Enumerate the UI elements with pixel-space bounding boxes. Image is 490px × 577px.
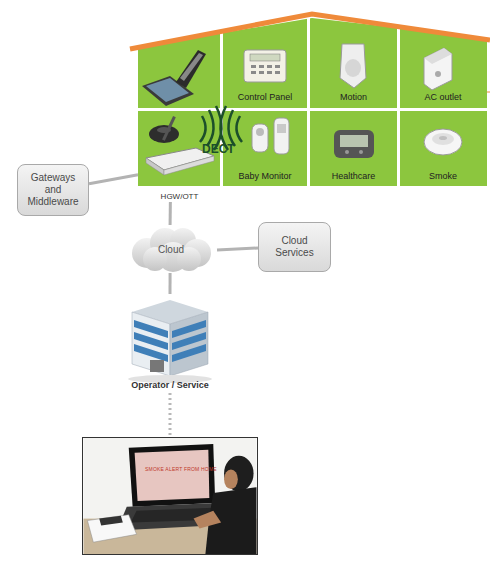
baby-monitor-icon bbox=[252, 118, 289, 154]
node-box: Smoke bbox=[399, 111, 487, 186]
building-icon bbox=[134, 344, 168, 362]
house-grid bbox=[487, 92, 490, 93]
photo-part bbox=[135, 450, 210, 501]
control-panel-icon bbox=[251, 65, 280, 74]
node-box: Baby Monitor bbox=[222, 111, 308, 186]
control-panel-icon bbox=[267, 71, 272, 74]
pager-icon bbox=[345, 150, 349, 154]
connector-line bbox=[169, 393, 172, 437]
node-box: Operator / Service bbox=[115, 294, 225, 393]
house-grid bbox=[130, 14, 490, 188]
node-box: Control Panel bbox=[222, 25, 308, 109]
node-label: Smoke bbox=[399, 171, 487, 182]
node-box: Healthcare bbox=[309, 111, 398, 186]
gateway-router-icon bbox=[164, 156, 214, 175]
baby-monitor-icon bbox=[277, 124, 286, 133]
photo-part bbox=[83, 438, 256, 554]
dect-waves bbox=[200, 116, 206, 142]
motion-sensor-icon bbox=[340, 44, 366, 88]
node-label: Gateways and Middleware bbox=[22, 172, 84, 208]
pager-icon bbox=[359, 150, 363, 154]
control-panel-icon bbox=[251, 71, 256, 74]
photo-part bbox=[129, 444, 216, 507]
photo-part bbox=[224, 456, 253, 491]
node-label: Cloud Services bbox=[265, 235, 325, 259]
dect-waves bbox=[228, 110, 235, 146]
node-box: Gateways and Middleware bbox=[17, 164, 89, 216]
pager-icon bbox=[334, 130, 374, 158]
building-icon bbox=[172, 344, 206, 362]
control-panel-icon bbox=[244, 50, 286, 82]
dect-waves bbox=[207, 110, 214, 146]
baby-monitor-icon bbox=[274, 118, 289, 154]
connector-line bbox=[217, 248, 258, 250]
node-label: Control Panel bbox=[222, 92, 308, 103]
photo-scene bbox=[83, 438, 257, 554]
tablet-icon bbox=[180, 53, 203, 81]
node-box: Motion bbox=[309, 25, 398, 109]
ac-outlet-icon bbox=[424, 48, 452, 64]
building-icon bbox=[170, 312, 208, 376]
house-grid bbox=[397, 20, 400, 188]
baby-monitor-icon bbox=[252, 124, 268, 152]
photo-part bbox=[99, 516, 123, 526]
control-panel-icon bbox=[250, 54, 280, 61]
photo-frame: SMOKE ALERT FROM HOME bbox=[82, 437, 258, 555]
node-label: Operator / Service bbox=[115, 380, 225, 391]
building-icon bbox=[132, 312, 170, 376]
ac-outlet-icon bbox=[424, 48, 452, 90]
node-label: Cloud bbox=[158, 244, 184, 255]
node-label: AC outlet bbox=[399, 92, 487, 103]
control-panel-icon bbox=[267, 65, 272, 68]
cloud-shape bbox=[132, 228, 211, 272]
cloud-node: Cloud bbox=[125, 225, 217, 273]
node-box: AC outlet bbox=[399, 25, 487, 109]
node-label: Healthcare bbox=[309, 171, 398, 182]
building-icon bbox=[150, 360, 164, 372]
control-panel-icon bbox=[259, 71, 264, 74]
house-grid bbox=[138, 18, 487, 186]
building-icon bbox=[128, 300, 212, 383]
node-label: Motion bbox=[309, 92, 398, 103]
house-grid bbox=[136, 108, 490, 111]
motion-sensor-icon bbox=[345, 59, 361, 77]
house-grid bbox=[307, 16, 310, 188]
node-box: Cloud Services bbox=[258, 222, 331, 272]
house-grid bbox=[130, 14, 490, 49]
pager-icon bbox=[334, 130, 374, 158]
ac-outlet-icon bbox=[424, 48, 452, 90]
node-label: Baby Monitor bbox=[222, 171, 308, 182]
control-panel-icon bbox=[251, 65, 256, 68]
tablet-icon bbox=[142, 50, 206, 106]
baby-monitor-icon bbox=[256, 128, 264, 136]
node-box: HGW/OTT bbox=[138, 111, 221, 202]
building-icon bbox=[134, 320, 206, 362]
node-label: HGW/OTT bbox=[138, 191, 221, 202]
motion-sensor-icon bbox=[340, 44, 366, 88]
dect-waves bbox=[236, 116, 242, 142]
smoke-detector-icon bbox=[424, 129, 462, 155]
control-panel-icon bbox=[275, 65, 280, 68]
photo-part bbox=[224, 469, 238, 489]
photo-part bbox=[194, 511, 222, 529]
gateway-router-icon bbox=[162, 116, 176, 141]
wireless-label: DECT bbox=[202, 142, 235, 156]
tablet-icon bbox=[176, 50, 206, 88]
control-panel-icon bbox=[259, 65, 264, 68]
control-panel-icon bbox=[244, 50, 286, 82]
connector-line bbox=[89, 175, 138, 184]
smoke-detector-icon bbox=[424, 129, 462, 155]
pager-icon bbox=[340, 135, 368, 147]
node-label: SMOKE ALERT FROM HOME bbox=[145, 466, 217, 472]
smoke-detector-icon bbox=[439, 136, 447, 140]
control-panel-icon bbox=[275, 71, 280, 74]
ac-outlet-icon bbox=[435, 71, 441, 77]
smoke-detector-icon bbox=[432, 133, 454, 145]
gateway-router-icon bbox=[146, 158, 164, 175]
photo-part bbox=[87, 515, 136, 543]
connector-line bbox=[169, 273, 172, 294]
house-grid bbox=[220, 18, 223, 188]
connector-line bbox=[169, 202, 172, 225]
